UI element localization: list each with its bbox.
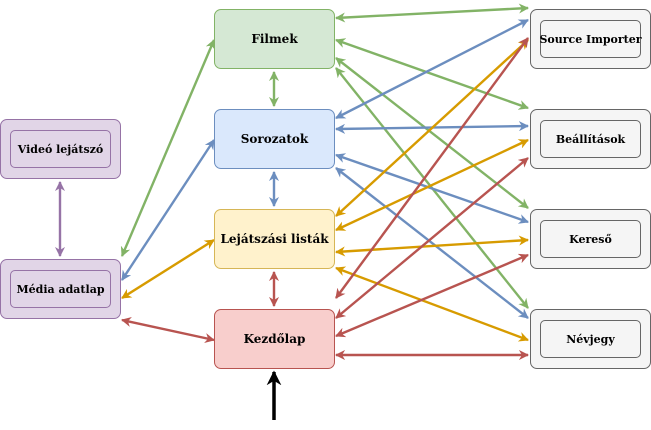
edge-kezdolap-source (335, 37, 529, 299)
node-nevjegy[interactable]: Névjegy (530, 309, 651, 369)
node-source-importer[interactable]: Source Importer (530, 9, 651, 69)
node-source-importer-label: Source Importer (539, 32, 642, 46)
edge-sorozatok-source (335, 18, 529, 120)
edge-filmek-source (334, 3, 530, 23)
node-filmek-label: Filmek (251, 32, 298, 46)
node-beallitasok-label: Beállítások (555, 132, 626, 146)
node-video-lejatszo-inner: Videó lejátszó (10, 130, 111, 168)
node-kezdolap-label: Kezdőlap (243, 332, 306, 346)
node-kezdolap[interactable]: Kezdőlap (214, 309, 335, 369)
node-lejatszasi-listak[interactable]: Lejátszási listák (214, 209, 335, 269)
node-video-lejatszo-label: Videó lejátszó (17, 142, 104, 156)
node-media-adatlap-label: Média adatlap (16, 282, 105, 296)
edge-filmek-beallitasok (335, 38, 529, 110)
edge-media-sorozatok (120, 139, 216, 281)
node-kereso-inner: Kereső (540, 220, 641, 258)
edge-lejatszasi-nevjegy (335, 266, 529, 342)
node-nevjegy-inner: Névjegy (540, 320, 641, 358)
edge-media-filmek (120, 39, 216, 257)
node-sorozatok-label: Sorozatok (240, 132, 309, 146)
node-media-adatlap-inner: Média adatlap (10, 270, 111, 308)
node-filmek[interactable]: Filmek (214, 9, 335, 69)
edge-kezdolap-kereso (335, 253, 529, 338)
node-lejatszasi-listak-label: Lejátszási listák (220, 232, 329, 246)
node-sorozatok[interactable]: Sorozatok (214, 109, 335, 169)
node-beallitasok[interactable]: Beállítások (530, 109, 651, 169)
node-media-adatlap[interactable]: Média adatlap (0, 259, 121, 319)
node-beallitasok-inner: Beállítások (540, 120, 641, 158)
node-video-lejatszo[interactable]: Videó lejátszó (0, 119, 121, 179)
node-kereso-label: Kereső (569, 232, 612, 246)
edge-media-lejatszasi (121, 238, 215, 300)
node-source-importer-inner: Source Importer (539, 20, 642, 58)
node-nevjegy-label: Névjegy (566, 332, 615, 346)
edge-media-kezdolap (121, 317, 215, 343)
node-kereso[interactable]: Kereső (530, 209, 651, 269)
